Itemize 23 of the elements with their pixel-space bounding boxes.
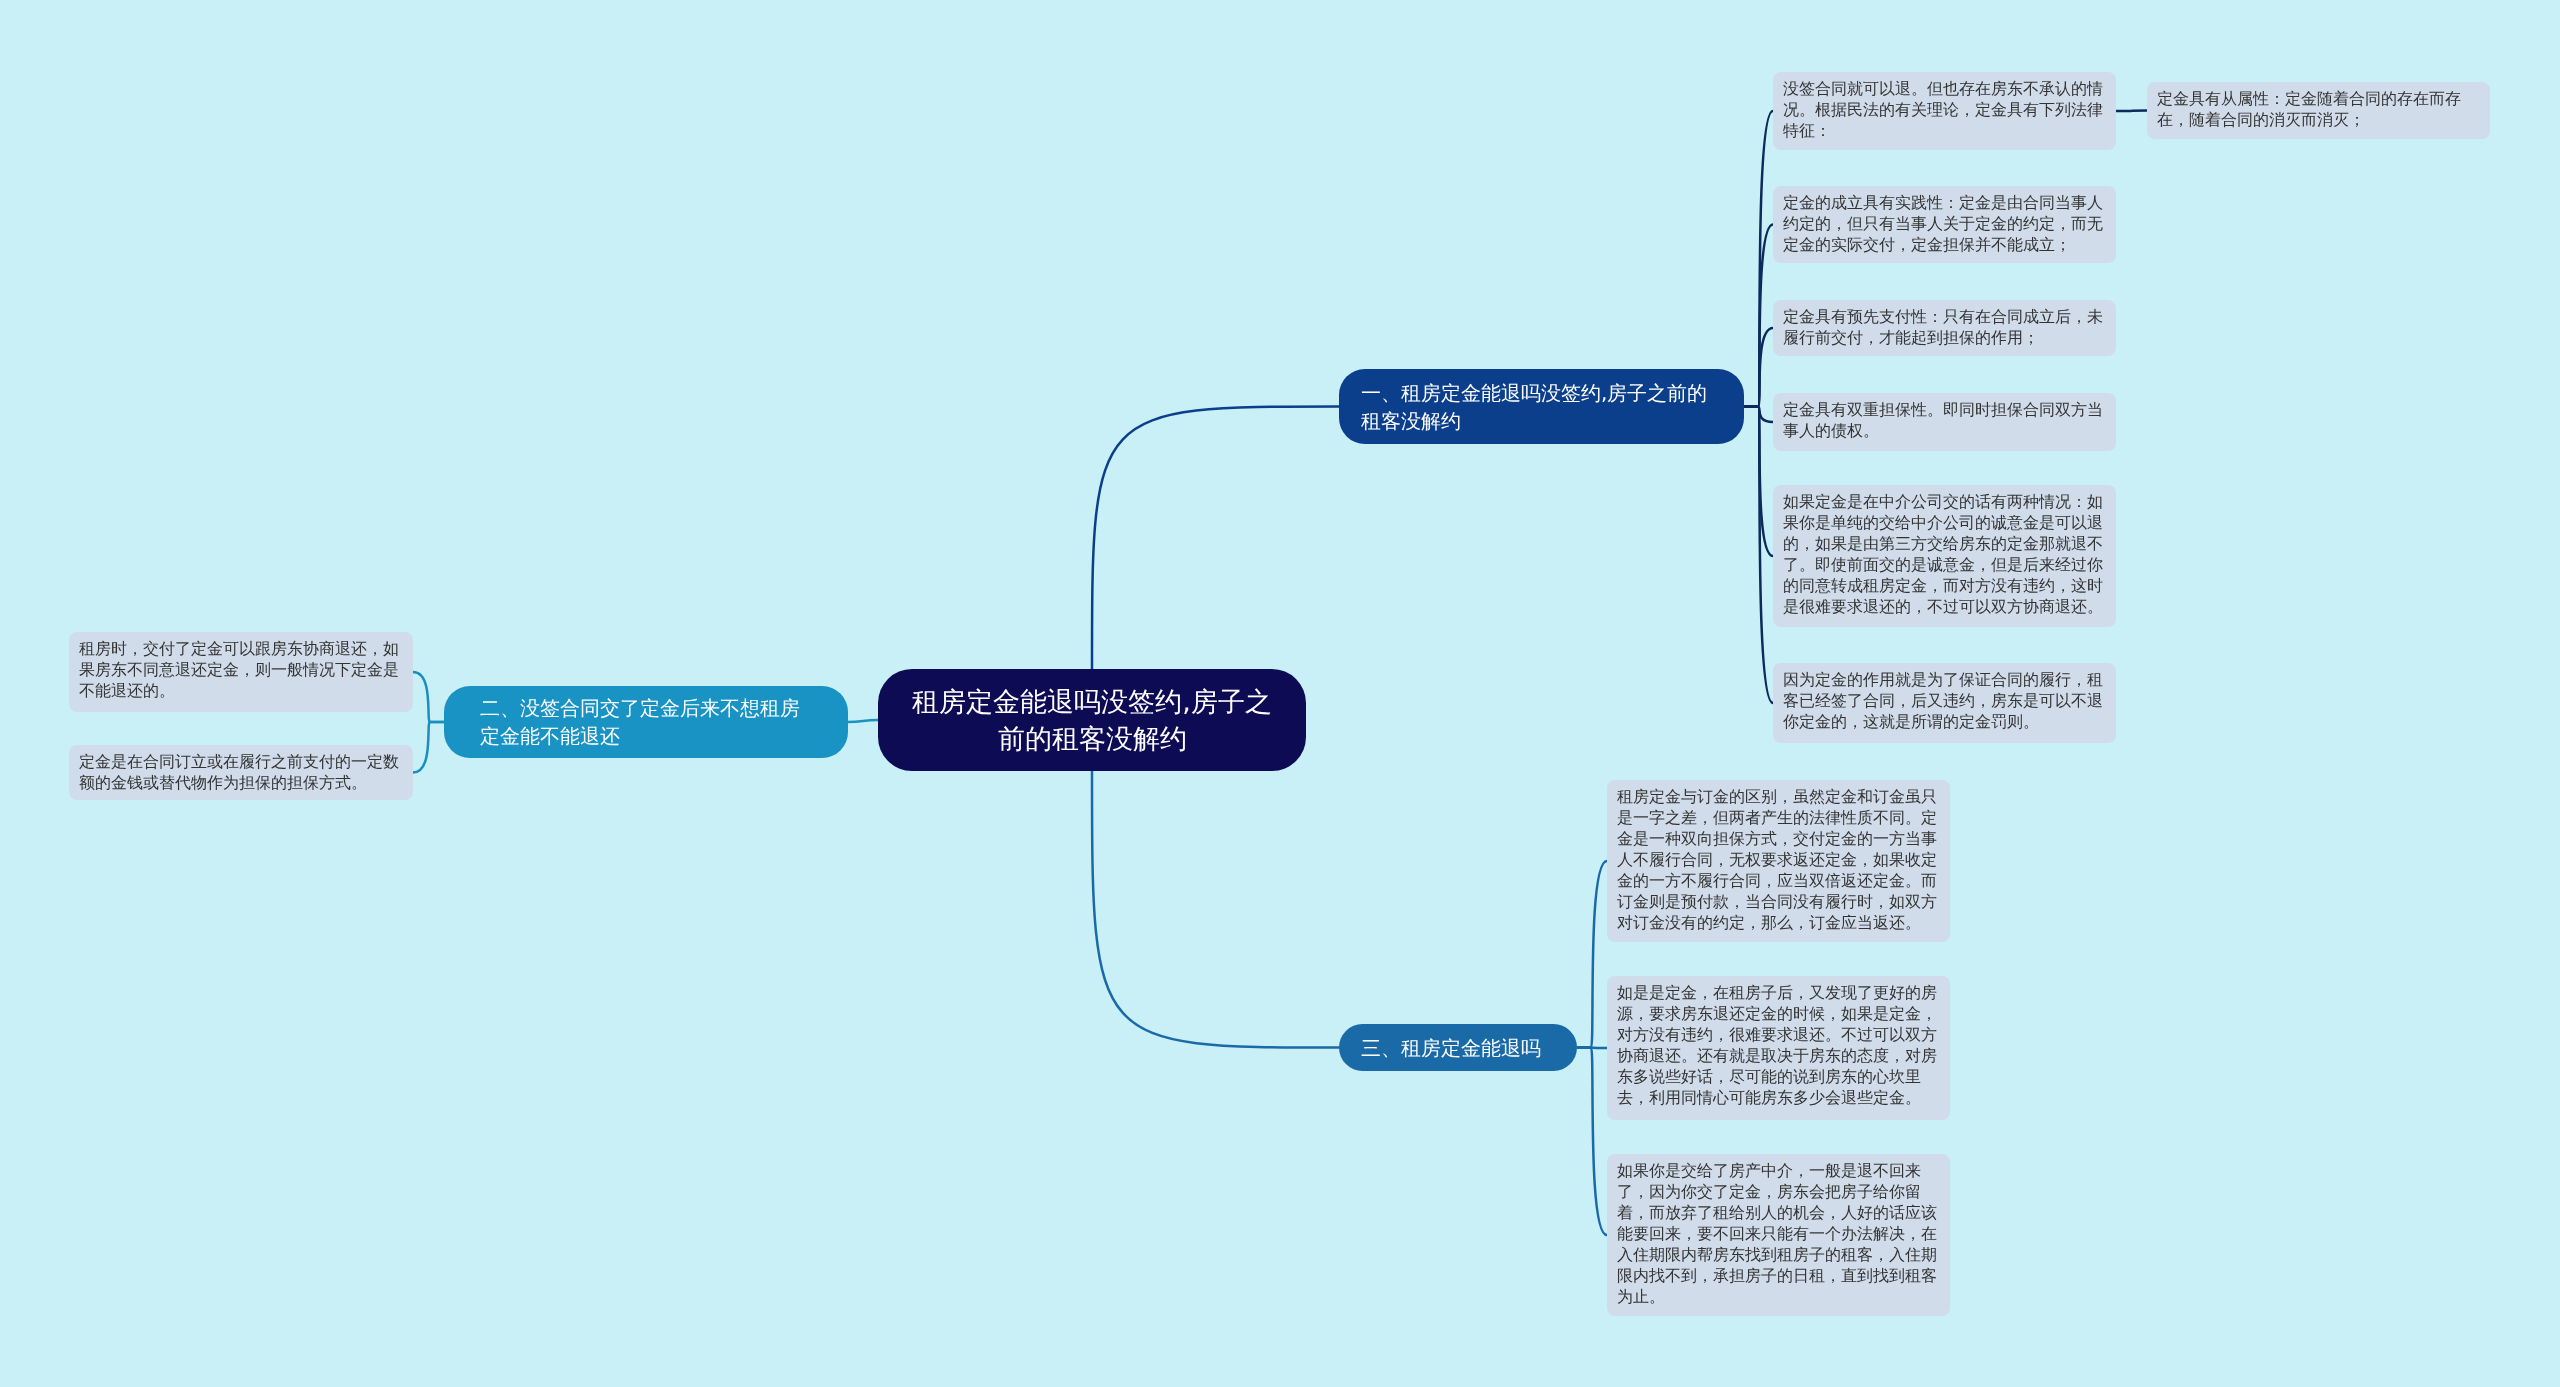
central-topic: 租房定金能退吗没签约,房子之前的租客没解约 [878,669,1306,771]
text-box: 如果定金是在中介公司交的话有两种情况：如果你是单纯的交给中介公司的诚意金是可以退的，如果是由第三方交给房东的定金那就退不了。即使前面交的是诚意金，但是后来经过你的同意转成租房定金，而对方没有违约，这时是很难要求退还的，不过可以双方协商退还。 [1773,485,2116,627]
text-box: 因为定金的作用就是为了保证合同的履行，租客已经签了合同，后又违约，房东是可以不退你定金的，这就是所谓的定金罚则。 [1773,663,2116,743]
connector [1090,771,1339,1049]
text-box: 租房时，交付了定金可以跟房东协商退还，如果房东不同意退还定金，则一般情况下定金是不能退还的。 [69,632,413,712]
connector [2116,109,2147,113]
connector [412,720,444,774]
connector [848,718,878,724]
text-box: 定金具有双重担保性。即同时担保合同双方当事人的债权。 [1773,393,2116,451]
text-box: 定金具有预先支付性：只有在合同成立后，未履行前交付，才能起到担保的作用； [1773,300,2116,356]
topic-box: 一、租房定金能退吗没签约,房子之前的租客没解约 [1339,369,1744,444]
text-box: 如果你是交给了房产中介，一般是退不回来了，因为你交了定金，房东会把房子给你留着，而放弃了租给别人的机会，人好的话应该能要回来，要不回来只能有一个办法解决，在入住期限内帮房东找到租房子的租客，入住期限内找不到，承担房子的日租，直到找到租客为止。 [1607,1154,1950,1316]
text-box: 定金的成立具有实践性：定金是由合同当事人约定的，但只有当事人关于定金的约定，而无定金的实际交付，定金担保并不能成立； [1773,186,2116,263]
connector [1577,1046,1608,1236]
topic-box: 三、租房定金能退吗 [1339,1024,1577,1071]
connector [1090,405,1339,669]
text-box: 如是是定金，在租房子后，又发现了更好的房源，要求房东退还定金的时候，如果是定金，对方没有违约，很难要求退还。不过可以双方协商退还。还有就是取决于房东的态度，对房东多说些好话，尽可能的说到房东的心坎里去，利用同情心可能房东多少会退些定金。 [1607,976,1950,1120]
text-box: 定金是在合同订立或在履行之前支付的一定数额的金钱或替代物作为担保的担保方式。 [69,745,413,800]
text-box: 没签合同就可以退。但也存在房东不承认的情况。根据民法的有关理论，定金具有下列法律特征： [1773,72,2116,150]
text-box: 租房定金与订金的区别，虽然定金和订金虽只是一字之差，但两者产生的法律性质不同。定金是一种双向担保方式，交付定金的一方当事人不履行合同，无权要求返还定金，如果收定金的一方不履行合同，应当双倍返还定金。而订金则是预付款，当合同没有履行时，如双方对订金没有的约定，那么，订金应当返还。 [1607,780,1950,942]
text-box: 定金具有从属性：定金随着合同的存在而存在，随着合同的消灭而消灭； [2147,82,2490,139]
topic-box: 二、没签合同交了定金后来不想租房定金能不能退还 [444,686,848,758]
connector [1744,405,1774,704]
